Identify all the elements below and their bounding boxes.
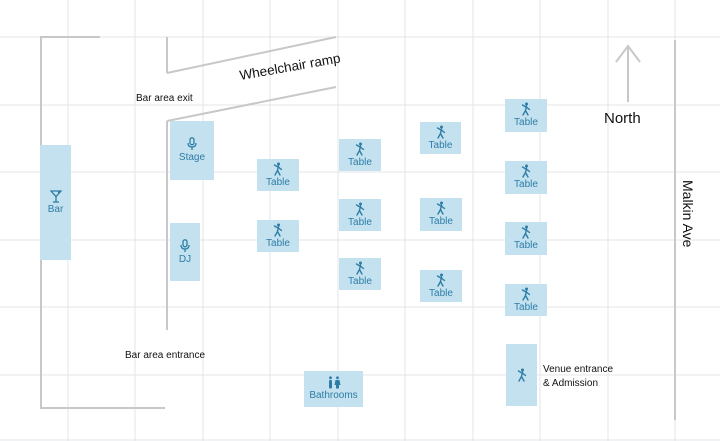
microphone-icon xyxy=(180,238,190,252)
table-label: Table xyxy=(514,179,538,191)
wheelchair-ramp-lines xyxy=(166,36,337,122)
table-label: Table xyxy=(514,301,538,313)
venue-entrance-zone xyxy=(506,344,537,406)
table-2: Table xyxy=(257,220,299,252)
cocktail-glass-icon xyxy=(49,190,62,203)
dancer-icon xyxy=(517,368,526,382)
table-label: Table xyxy=(428,139,453,151)
table-label: Table xyxy=(266,176,290,188)
bathrooms-label: Bathrooms xyxy=(309,390,358,402)
dancer-icon xyxy=(436,273,446,287)
table-label: Table xyxy=(514,117,538,129)
table-label: Table xyxy=(429,287,453,299)
restroom-icon xyxy=(328,376,340,389)
dancer-icon xyxy=(273,162,283,176)
stage-label: Stage xyxy=(178,152,206,164)
north-arrow-icon xyxy=(615,44,641,102)
dancer-icon xyxy=(521,225,531,239)
dancer-icon xyxy=(355,142,365,156)
dancer-icon xyxy=(436,201,446,215)
venue-entrance-label-line2: & Admission xyxy=(543,377,599,389)
table-label: Table xyxy=(266,237,290,249)
dancer-icon xyxy=(355,261,365,275)
dj-label: DJ xyxy=(178,253,192,265)
dj-zone: DJ xyxy=(170,223,200,281)
table-label: Table xyxy=(348,156,372,168)
table-8: Table xyxy=(420,270,462,302)
table-5: Table xyxy=(339,258,381,290)
table-3: Table xyxy=(339,139,381,171)
bar-area-entrance-label: Bar area entrance xyxy=(125,350,206,361)
dancer-icon xyxy=(521,102,531,116)
dancer-icon xyxy=(355,202,365,216)
bar-zone: Bar xyxy=(40,145,71,260)
table-12: Table xyxy=(505,284,547,316)
bar-label: Bar xyxy=(47,203,64,215)
table-1: Table xyxy=(257,159,299,191)
venue-entrance-label: Venue entrance & Admission xyxy=(543,363,613,390)
dancer-icon xyxy=(521,164,531,178)
table-label: Table xyxy=(514,240,538,252)
table-7: Table xyxy=(420,198,462,231)
dancer-icon xyxy=(436,125,445,139)
table-4: Table xyxy=(339,199,381,231)
table-6: Table xyxy=(420,122,461,154)
stage-zone: Stage xyxy=(170,121,214,180)
bathrooms-zone: Bathrooms xyxy=(304,371,363,407)
table-label: Table xyxy=(348,216,372,228)
dancer-icon xyxy=(521,287,531,301)
north-label: North xyxy=(604,110,641,127)
table-10: Table xyxy=(505,161,547,194)
table-label: Table xyxy=(348,275,372,287)
microphone-icon xyxy=(187,137,197,151)
malkin-ave-label: Malkin Ave xyxy=(680,180,696,248)
table-11: Table xyxy=(505,222,547,255)
dancer-icon xyxy=(273,223,283,237)
table-label: Table xyxy=(429,216,453,228)
venue-entrance-label-line1: Venue entrance xyxy=(543,364,614,375)
bar-area-exit-label: Bar area exit xyxy=(136,93,193,104)
table-9: Table xyxy=(505,99,547,132)
